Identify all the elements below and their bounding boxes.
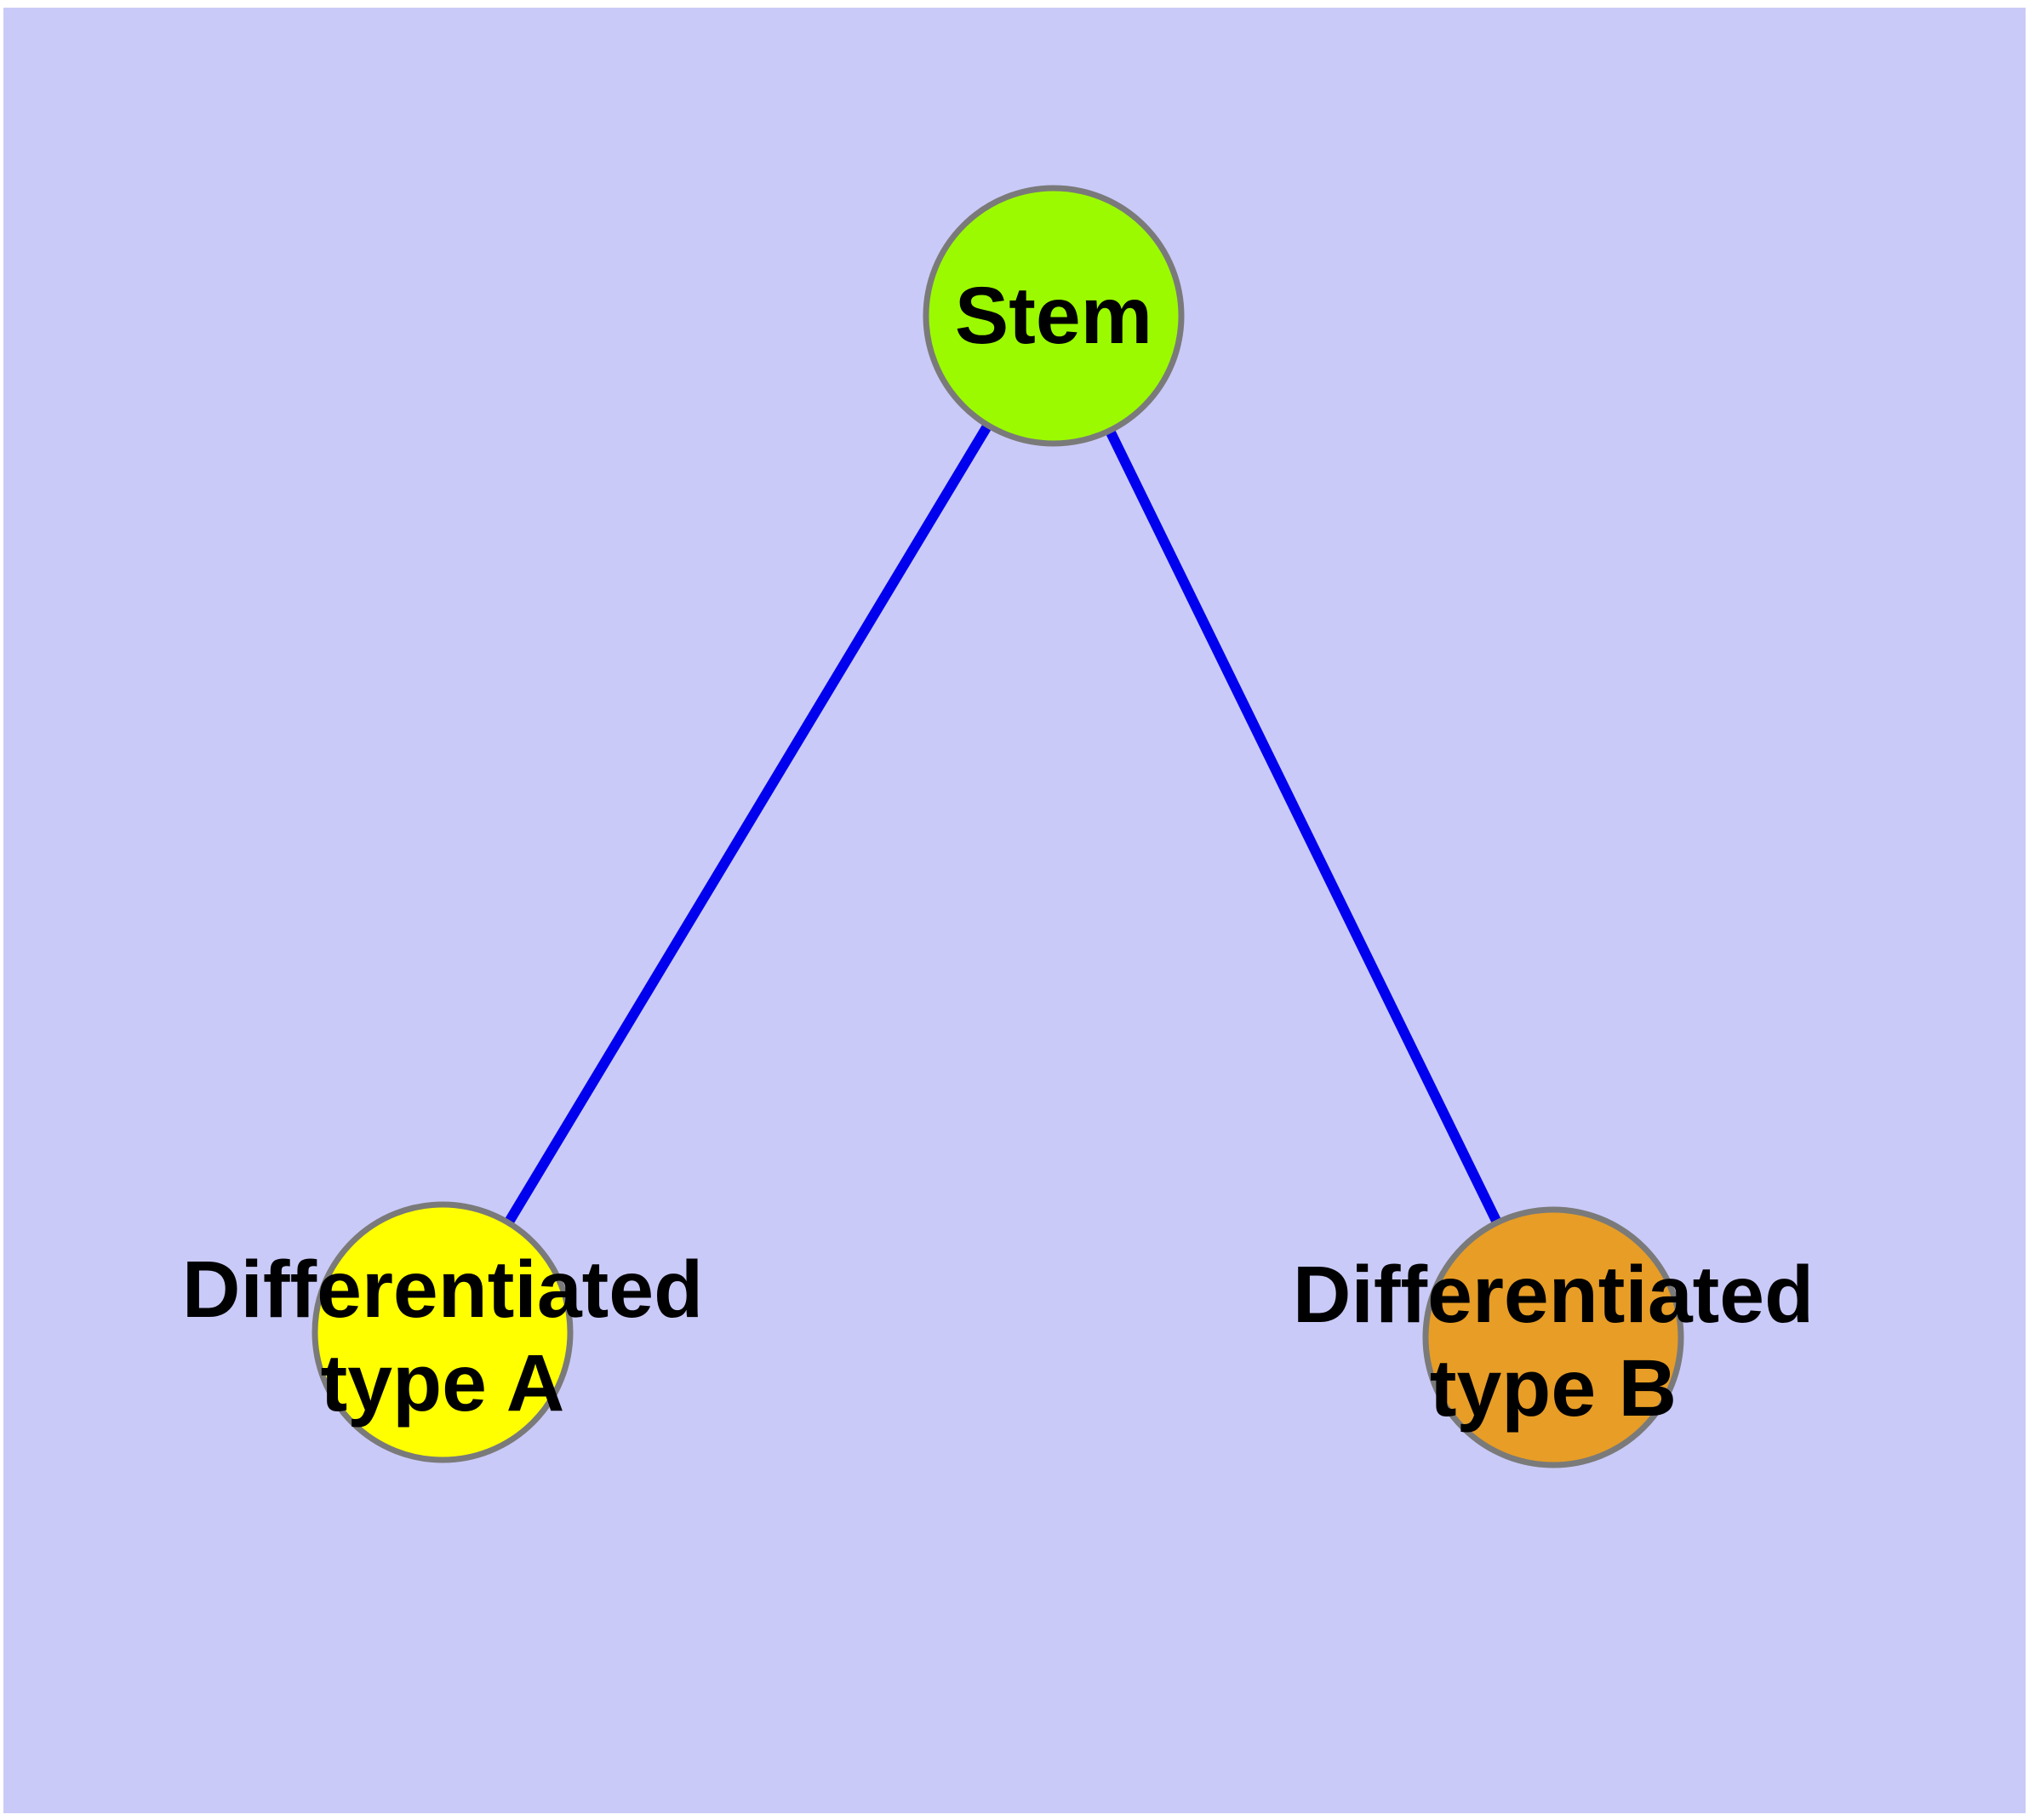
edge-stem-to-type-a	[437, 312, 1059, 1336]
node-type-a-label-line2: type A	[321, 1338, 565, 1428]
node-type-a-label-line1: Differentiated	[182, 1245, 703, 1335]
node-type-b-label-line2: type B	[1430, 1343, 1677, 1434]
node-differentiated-type-a	[311, 1201, 574, 1463]
edge-stem-to-type-b	[1049, 313, 1558, 1340]
node-differentiated-type-b	[1422, 1206, 1684, 1468]
node-type-b-label-line1: Differentiated	[1293, 1250, 1814, 1340]
node-stem	[923, 185, 1185, 447]
node-stem-label: Stem	[955, 271, 1152, 361]
